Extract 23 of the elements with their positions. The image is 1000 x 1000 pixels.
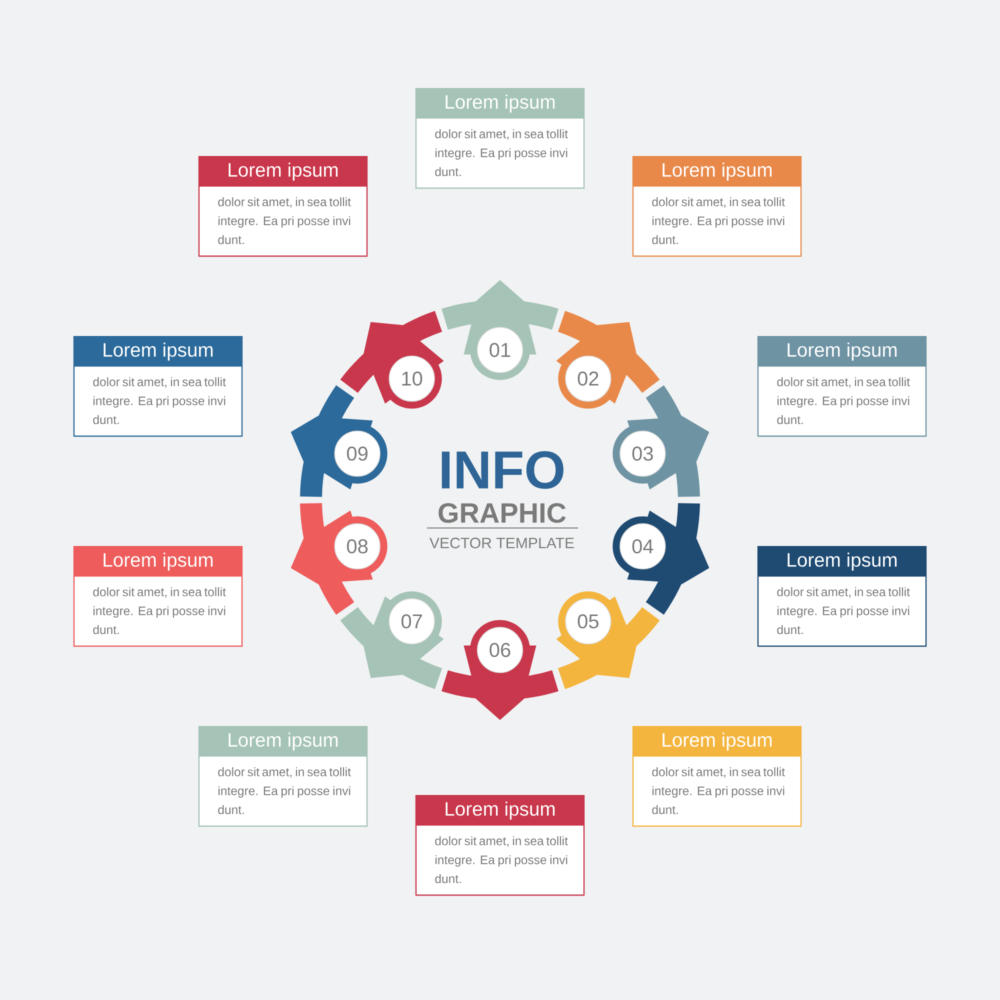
- number-badge: 06: [476, 626, 524, 674]
- number-badge: 01: [476, 326, 524, 374]
- text-card: Lorem ipsum dolor sit amet, in sea tollit integre. Ea pri posse invi dunt.: [757, 336, 927, 437]
- number-badge: 04: [620, 523, 666, 570]
- text-card: Lorem ipsum dolor sit amet, in sea tollit integre. Ea pri posse invi dunt.: [632, 156, 802, 257]
- number-badge: 05: [565, 598, 612, 644]
- number-badge: 09: [334, 430, 380, 477]
- number-badge: 03: [620, 430, 666, 477]
- text-card: Lorem ipsum dolor sit amet, in sea tollit integre. Ea pri posse invi dunt.: [632, 726, 802, 827]
- text-card: Lorem ipsum dolor sit amet, in sea tollit integre. Ea pri posse invi dunt.: [757, 546, 927, 647]
- text-card: Lorem ipsum dolor sit amet, in sea tollit integre. Ea pri posse invi dunt.: [73, 546, 243, 647]
- text-card: Lorem ipsum dolor sit amet, in sea tollit integre. Ea pri posse invi dunt.: [73, 336, 243, 437]
- subtitle-text: GRAPHIC: [438, 503, 566, 523]
- number-badge: 02: [565, 356, 612, 402]
- tagline-text: VECTOR TEMPLATE: [430, 538, 574, 548]
- number-badge: 07: [388, 598, 435, 644]
- text-card: Lorem ipsum dolor sit amet, in sea tollit integre. Ea pri posse invi dunt.: [198, 726, 368, 827]
- text-card: Lorem ipsum dolor sit amet, in sea tollit integre. Ea pri posse invi dunt.: [198, 156, 368, 257]
- text-card: Lorem ipsum dolor sit amet, in sea tollit integre. Ea pri posse invi dunt.: [415, 795, 585, 896]
- title-text: INFO: [442, 451, 564, 489]
- number-badge: 10: [388, 356, 435, 402]
- text-card: Lorem ipsum dolor sit amet, in sea tollit integre. Ea pri posse invi dunt.: [415, 88, 585, 189]
- number-badge: 08: [334, 523, 380, 570]
